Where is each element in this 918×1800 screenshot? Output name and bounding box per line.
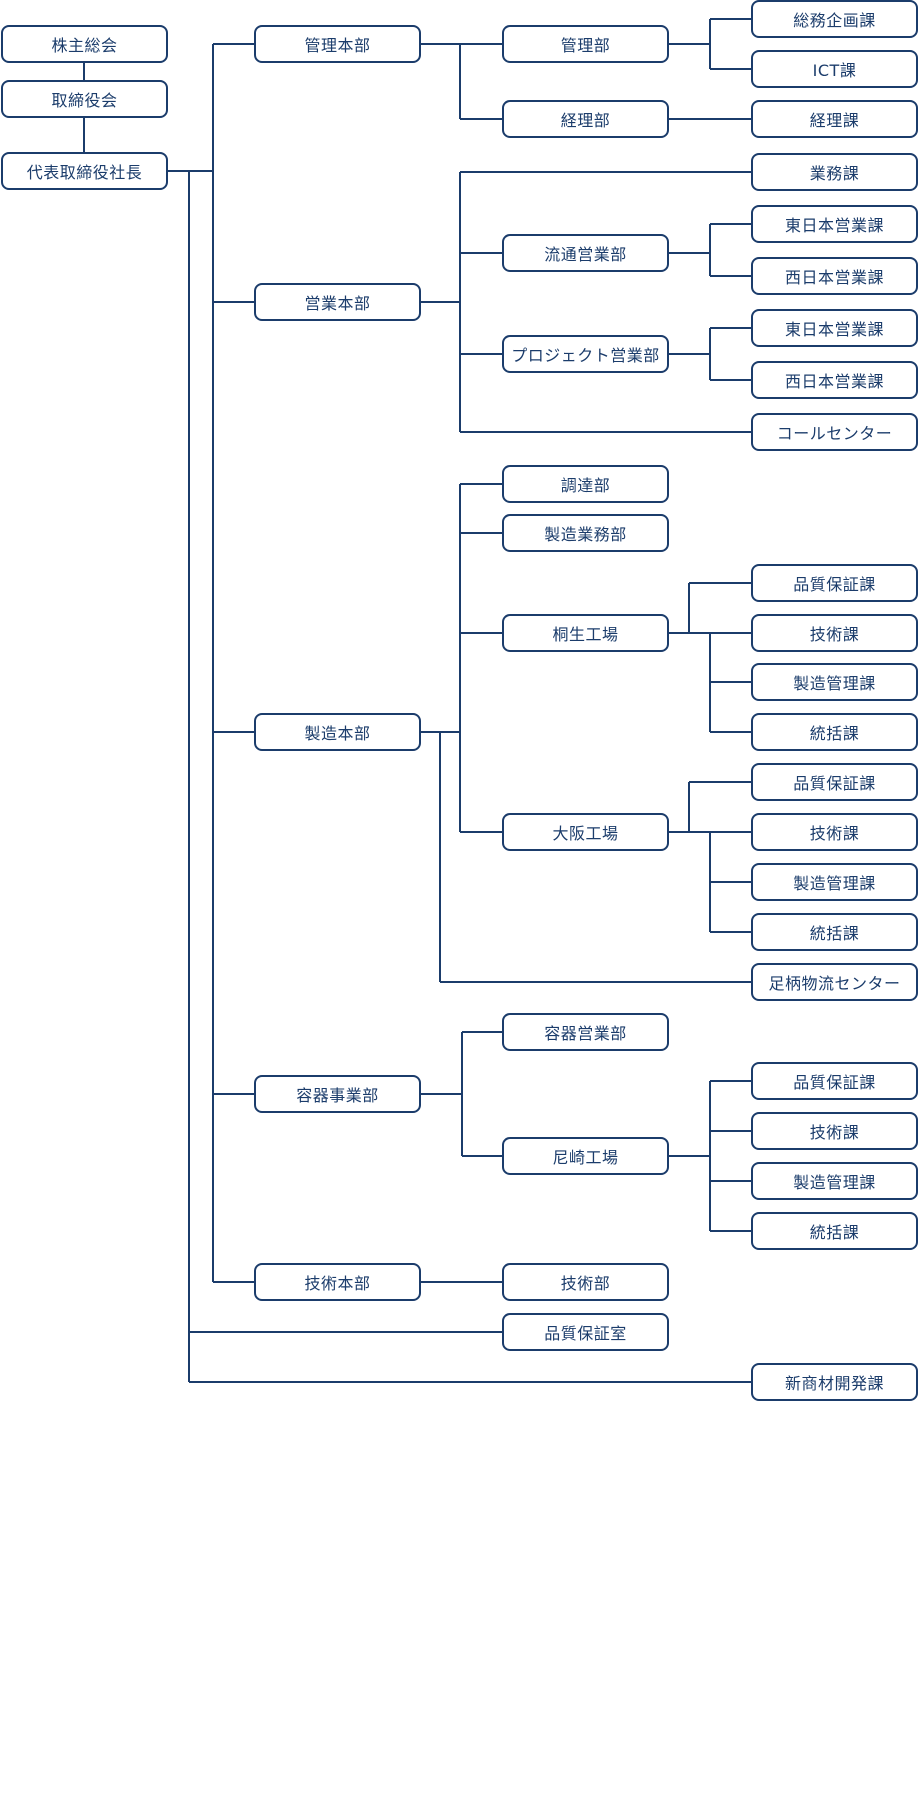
quality-assurance-office-box: 品質保証室 [502, 1313, 669, 1351]
ashigara-logistics-center-box: 足柄物流センター [751, 963, 918, 1001]
container-sales-dept-box: 容器営業部 [502, 1013, 669, 1051]
business-section-box: 業務課 [751, 153, 918, 191]
osaka-general-control-section-box: 統括課 [751, 913, 918, 951]
call-center-box: コールセンター [751, 413, 918, 451]
kiryu-quality-section-box: 品質保証課 [751, 564, 918, 602]
amagasaki-quality-section-box: 品質保証課 [751, 1062, 918, 1100]
osaka-production-control-section-box: 製造管理課 [751, 863, 918, 901]
distribution-sales-dept-box: 流通営業部 [502, 234, 669, 272]
project-east-section-box: 東日本営業課 [751, 309, 918, 347]
general-affairs-dept-box: 管理部 [502, 25, 669, 63]
kiryu-technical-section-box: 技術課 [751, 614, 918, 652]
kiryu-general-control-section-box: 統括課 [751, 713, 918, 751]
shareholders-meeting-box: 株主総会 [1, 25, 168, 63]
osaka-quality-section-box: 品質保証課 [751, 763, 918, 801]
accounting-section-box: 経理課 [751, 100, 918, 138]
kiryu-factory-box: 桐生工場 [502, 614, 669, 652]
osaka-factory-box: 大阪工場 [502, 813, 669, 851]
president-box: 代表取締役社長 [1, 152, 168, 190]
kiryu-production-control-section-box: 製造管理課 [751, 663, 918, 701]
sales-hq-box: 営業本部 [254, 283, 421, 321]
amagasaki-general-control-section-box: 統括課 [751, 1212, 918, 1250]
manufacturing-operations-dept-box: 製造業務部 [502, 514, 669, 552]
general-planning-section-box: 総務企画課 [751, 0, 918, 38]
admin-hq-box: 管理本部 [254, 25, 421, 63]
osaka-technical-section-box: 技術課 [751, 813, 918, 851]
distribution-east-section-box: 東日本営業課 [751, 205, 918, 243]
manufacturing-hq-box: 製造本部 [254, 713, 421, 751]
new-materials-development-section-box: 新商材開発課 [751, 1363, 918, 1401]
procurement-dept-box: 調達部 [502, 465, 669, 503]
accounting-dept-box: 経理部 [502, 100, 669, 138]
amagasaki-technical-section-box: 技術課 [751, 1112, 918, 1150]
project-west-section-box: 西日本営業課 [751, 361, 918, 399]
ict-section-box: ICT課 [751, 50, 918, 88]
amagasaki-production-control-section-box: 製造管理課 [751, 1162, 918, 1200]
amagasaki-factory-box: 尼崎工場 [502, 1137, 669, 1175]
technology-dept-box: 技術部 [502, 1263, 669, 1301]
board-of-directors-box: 取締役会 [1, 80, 168, 118]
project-sales-dept-box: プロジェクト営業部 [502, 335, 669, 373]
technology-hq-box: 技術本部 [254, 1263, 421, 1301]
container-division-box: 容器事業部 [254, 1075, 421, 1113]
distribution-west-section-box: 西日本営業課 [751, 257, 918, 295]
